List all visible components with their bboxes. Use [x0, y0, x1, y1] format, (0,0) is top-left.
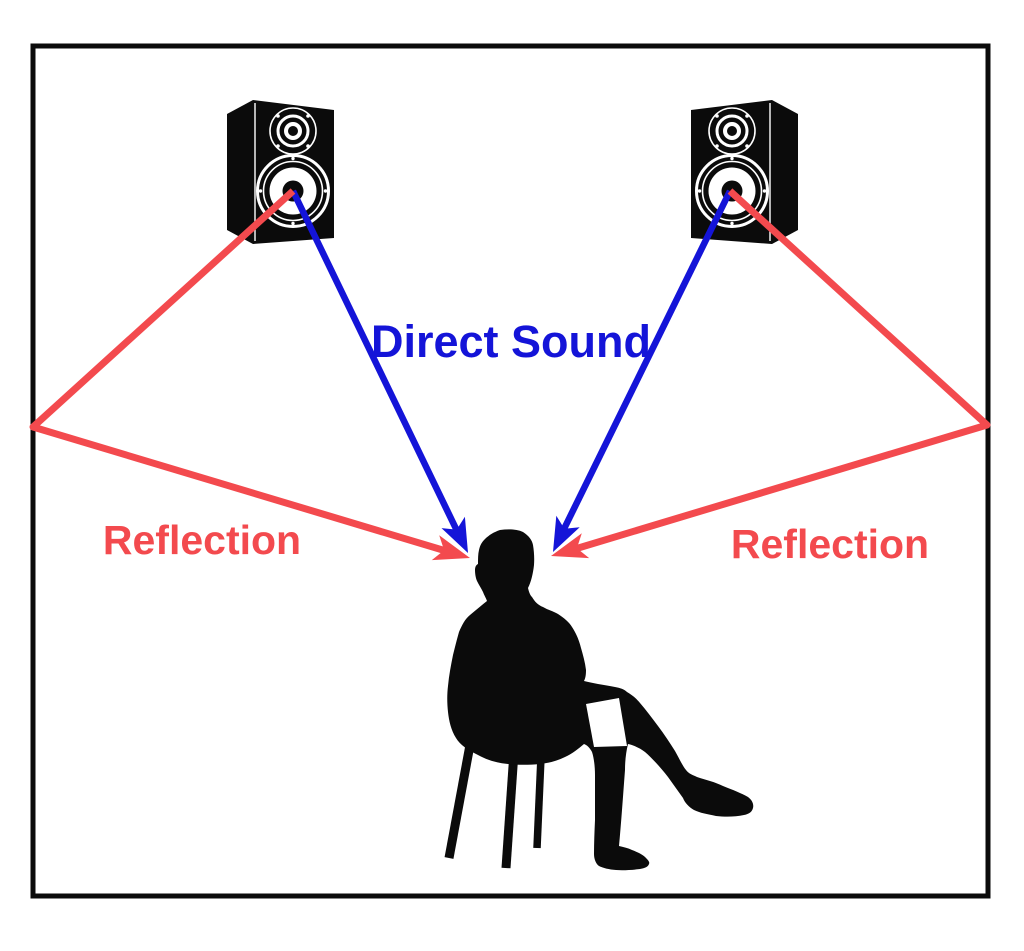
direct-sound-arrow-left	[290, 189, 462, 537]
woofer-screw-icon	[323, 189, 328, 193]
tweeter-screw-icon	[306, 114, 310, 118]
reflection-arrowhead-left	[431, 535, 470, 561]
tweeter-screw-icon	[306, 144, 310, 148]
woofer-screw-icon	[258, 189, 263, 193]
direct-sound-label: Direct Sound	[371, 316, 651, 367]
direct-sound-arrowhead-left	[441, 516, 468, 553]
room-border	[30, 43, 991, 899]
leg-gap-highlight	[586, 698, 627, 747]
direct-sound-arrow-right	[559, 189, 733, 535]
tweeter-screw-icon	[276, 144, 280, 148]
reflection-arrow-left	[29, 188, 448, 555]
reflection-label-left: Reflection	[103, 517, 301, 563]
reflection-arrow-right	[563, 188, 991, 556]
woofer-surround-icon	[256, 154, 330, 228]
stool-leg	[444, 744, 475, 859]
woofer-ring-icon	[262, 160, 324, 222]
woofer-screw-icon	[291, 221, 295, 226]
right-speaker	[689, 98, 800, 246]
woofer-screw-icon	[291, 156, 295, 161]
reflection-arrowhead-right	[551, 533, 590, 559]
left-speaker	[227, 100, 334, 244]
tweeter-ring-icon	[276, 114, 310, 148]
listener	[444, 529, 754, 871]
direct-sound-arrowhead-right	[553, 515, 580, 552]
tweeter-screw-icon	[276, 114, 280, 118]
tweeter-dome-icon	[284, 122, 302, 140]
stool-leg	[533, 756, 545, 849]
stool-leg	[501, 751, 519, 869]
reflection-label-right: Reflection	[731, 521, 929, 567]
speaker-side-panel	[227, 100, 253, 244]
listener-silhouette	[447, 529, 754, 871]
